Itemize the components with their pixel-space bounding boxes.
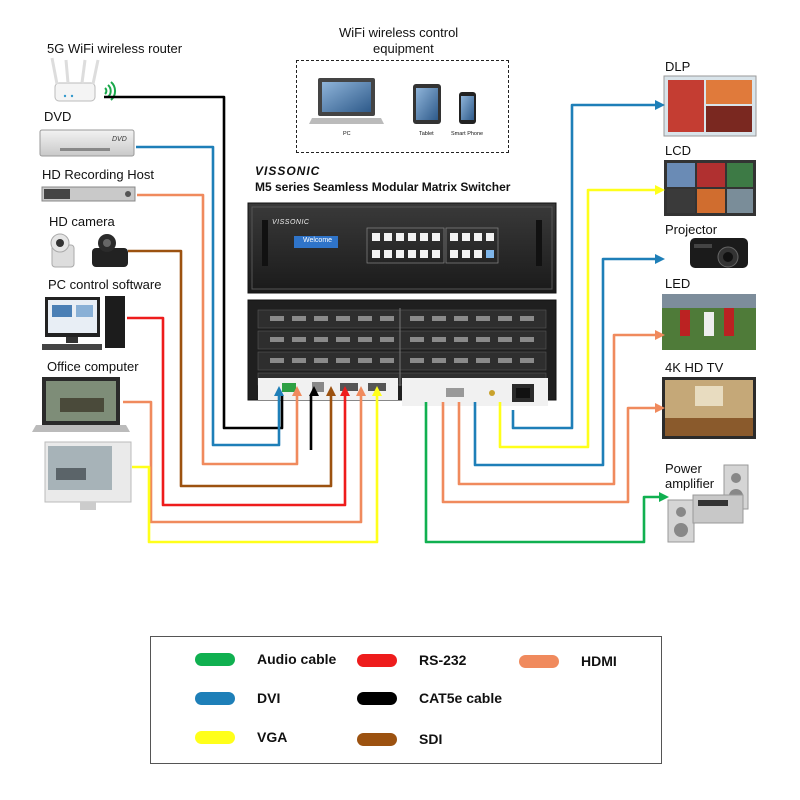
arrow-up-icon [274, 386, 382, 396]
cable-camera-sdi [128, 249, 333, 488]
legend-item-hdmi: HDMI [519, 653, 617, 669]
cable-pc-rs232 [127, 316, 347, 507]
legend-swatch-hdmi [519, 654, 559, 668]
cable-router-cat5e [104, 95, 284, 430]
switcher-title: M5 series Seamless Modular Matrix Switch… [255, 180, 511, 194]
projector-device [690, 238, 748, 268]
dlp-label: DLP [665, 59, 691, 74]
panel-screen-text: Welcome [303, 237, 333, 244]
cable-dlp-dvi [511, 103, 657, 430]
amp-label-1: Power [665, 461, 702, 476]
lcd-display [664, 160, 756, 216]
lcd-label: LCD [665, 143, 692, 158]
legend-label-cat5e: CAT5e cable [419, 690, 502, 706]
router-label: 5G WiFi wireless router [47, 41, 183, 56]
legend-swatch-vga [195, 730, 235, 744]
legend-swatch-audio [195, 652, 235, 666]
cable-laptop-hdmi [123, 395, 363, 524]
arrow-right-icon [655, 100, 669, 502]
led-label: LED [665, 276, 691, 291]
recording-host-device [41, 186, 136, 202]
cable-tv-hdmi [441, 402, 657, 504]
projector-label: Projector [665, 222, 718, 237]
power-amplifier-device [667, 464, 749, 543]
dvd-device [39, 129, 135, 157]
wifi-control-title-1: WiFi wireless control [339, 25, 459, 40]
wifi-control-box [296, 60, 509, 153]
router-device [50, 57, 100, 102]
panel-brand: VISSONIC [272, 219, 310, 226]
legend-item-cat5e: CAT5e cable [357, 690, 502, 706]
legend [150, 636, 662, 764]
tv-label: 4K HD TV [665, 360, 724, 375]
wifi-laptop-device [309, 78, 384, 124]
legend-item-sdi: SDI [357, 731, 442, 747]
cable-led-hdmi [457, 333, 657, 486]
hd-camera-device [50, 233, 128, 268]
legend-swatch-rs232 [357, 653, 397, 667]
dvd-device-text: DVD [112, 136, 127, 143]
legend-item-audio: Audio cable [195, 651, 336, 667]
legend-label-hdmi: HDMI [581, 653, 617, 669]
legend-label-rs232: RS-232 [419, 652, 467, 668]
matrix-switcher [247, 202, 557, 406]
legend-swatch-sdi [357, 732, 397, 746]
tv-display [662, 377, 756, 439]
legend-label-vga: VGA [257, 729, 288, 745]
wifi-pc-label: PC [343, 131, 351, 137]
cable-amp-audio [424, 402, 661, 544]
legend-label-audio: Audio cable [257, 651, 337, 667]
cable-lcd-vga [498, 188, 657, 449]
amp-label-2: amplifier [665, 476, 715, 491]
cable-dvd-dvi [136, 145, 281, 447]
cable-monitor-vga [132, 395, 379, 544]
office-monitor-device [44, 441, 132, 510]
switcher-brand: VISSONIC [255, 164, 321, 178]
office-laptop-device [32, 377, 130, 432]
recorder-label: HD Recording Host [42, 167, 154, 182]
legend-label-dvi: DVI [257, 690, 281, 706]
legend-item-vga: VGA [195, 729, 287, 745]
pc-software-label: PC control software [48, 277, 162, 292]
wifi-tablet-label: Tablet [419, 131, 434, 137]
legend-item-rs232: RS-232 [357, 652, 466, 668]
legend-swatch-dvi [195, 691, 235, 705]
pc-software-device [42, 296, 125, 350]
camera-label: HD camera [49, 214, 115, 229]
wifi-phone-device [459, 92, 476, 124]
office-label: Office computer [47, 359, 139, 374]
wifi-control-title-2: equipment [373, 41, 434, 56]
cable-projector-dvi [473, 257, 657, 467]
dlp-display [663, 75, 757, 137]
dvd-label: DVD [44, 109, 72, 124]
led-display [662, 294, 756, 350]
cable-recorder-hdmi [137, 193, 299, 466]
legend-swatch-cat5e [357, 691, 397, 705]
wifi-tablet-device [413, 84, 441, 124]
wifi-phone-label: Smart Phone [451, 131, 484, 137]
legend-item-dvi: DVI [195, 690, 280, 706]
legend-label-sdi: SDI [419, 731, 443, 747]
